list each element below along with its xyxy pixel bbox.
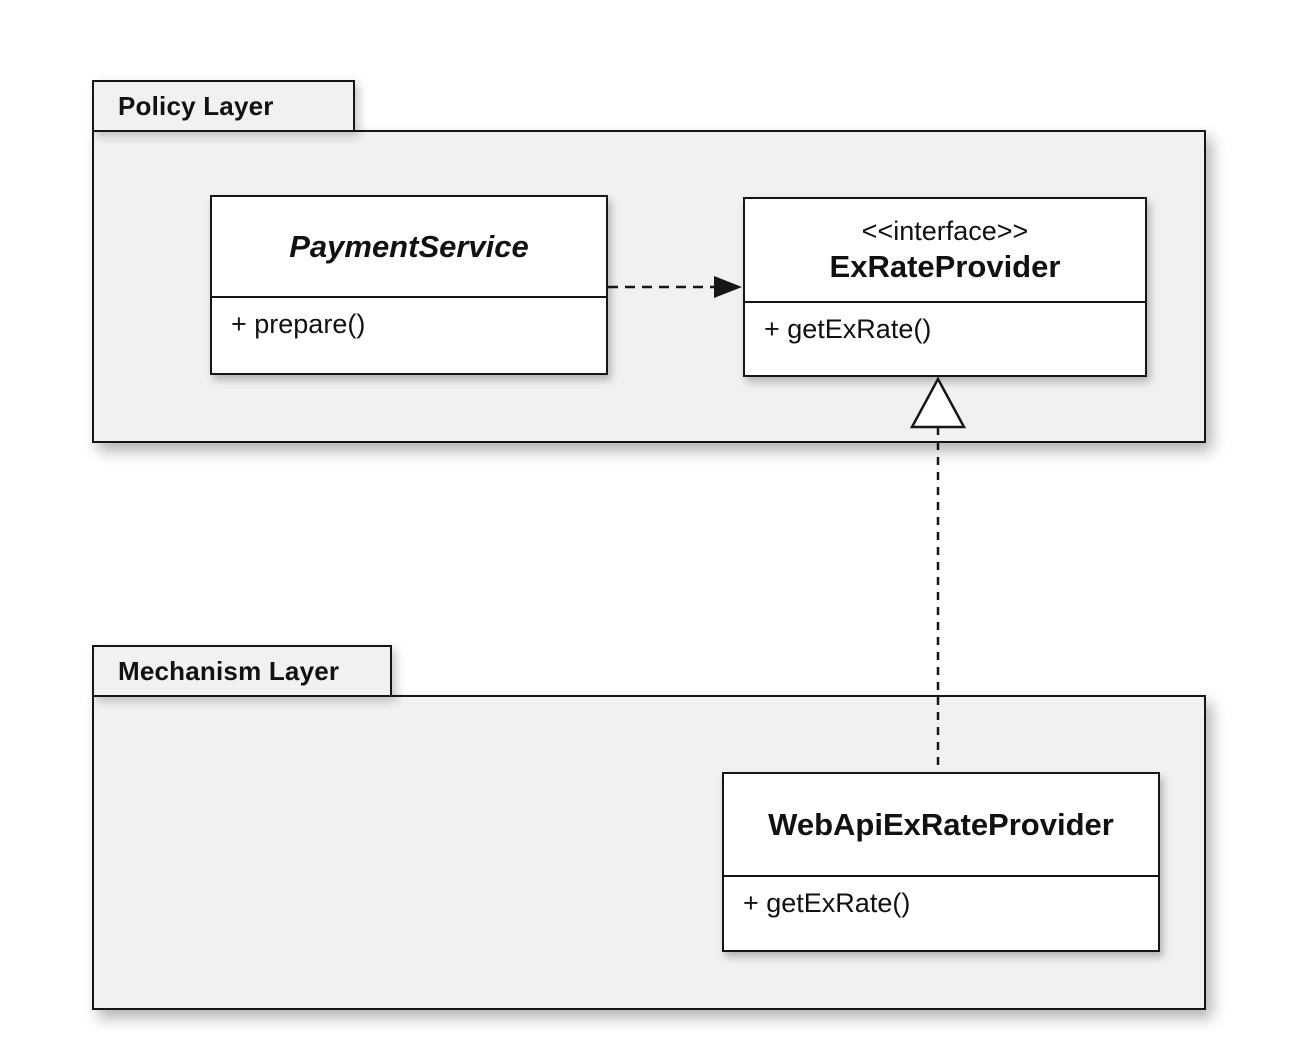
package-policy-layer-tab: Policy Layer — [92, 80, 355, 132]
interface-ex-rate-provider-method-compartment: + getExRate() — [745, 303, 1145, 375]
method-get-ex-rate: + getExRate() — [743, 888, 911, 918]
class-web-api-ex-rate-provider-name-compartment: WebApiExRateProvider — [724, 774, 1158, 877]
interface-stereotype: <<interface>> — [861, 216, 1029, 246]
interface-ex-rate-provider-name-compartment: <<interface>> ExRateProvider — [745, 199, 1145, 303]
class-web-api-ex-rate-provider: WebApiExRateProvider + getExRate() — [722, 772, 1160, 952]
package-policy-layer-label: Policy Layer — [118, 90, 274, 121]
class-web-api-ex-rate-provider-method-compartment: + getExRate() — [724, 877, 1158, 950]
package-mechanism-layer-tab: Mechanism Layer — [92, 645, 392, 697]
method-get-ex-rate: + getExRate() — [764, 314, 932, 344]
interface-ex-rate-provider: <<interface>> ExRateProvider + getExRate… — [743, 197, 1147, 377]
class-payment-service-name: PaymentService — [289, 228, 529, 264]
class-payment-service-method-compartment: + prepare() — [212, 298, 606, 373]
class-payment-service: PaymentService + prepare() — [210, 195, 608, 375]
method-prepare: + prepare() — [231, 309, 366, 339]
class-payment-service-name-compartment: PaymentService — [212, 197, 606, 298]
class-web-api-ex-rate-provider-name: WebApiExRateProvider — [768, 806, 1114, 842]
package-mechanism-layer-label: Mechanism Layer — [118, 655, 340, 686]
interface-ex-rate-provider-name: ExRateProvider — [829, 249, 1061, 284]
